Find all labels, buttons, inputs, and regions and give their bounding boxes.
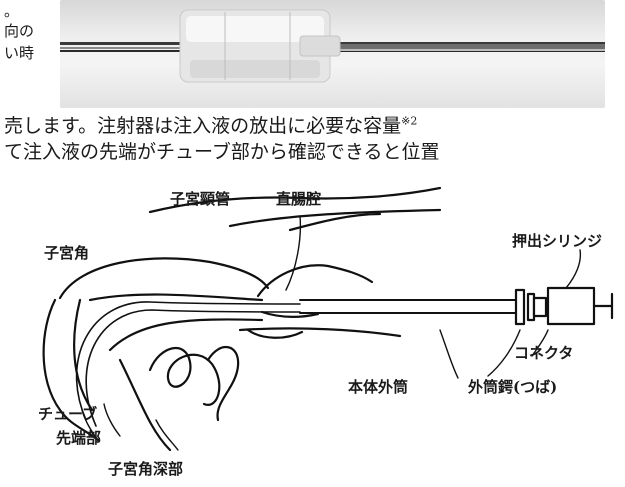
label-connector: コネクタ [514, 344, 574, 362]
device-photo-drawing [60, 9, 605, 83]
text-fragment-1: 。 [4, 2, 20, 20]
label-tip: 先端部 [56, 429, 102, 447]
label-tube: チューブ [38, 405, 98, 423]
label-outer-tube-collar: 外筒鍔(つば) [468, 378, 558, 396]
paragraph-line-1-text: 売します。注射器は注入液の放出に必要な容量 [4, 115, 402, 137]
label-body-outer-tube: 本体外筒 [348, 378, 409, 396]
paragraph-line-2: て注入液の先端がチューブ部から確認できると位置 [4, 141, 440, 163]
text-fragment-2: 向の [4, 22, 35, 40]
label-deep-uterine-horn: 子宮角深部 [108, 460, 184, 478]
device-photo [60, 0, 605, 108]
label-uterine-horn: 子宮角 [44, 244, 90, 262]
paragraph-line-1: 売します。注射器は注入液の放出に必要な容量※2 [4, 114, 417, 138]
footnote-mark: ※2 [401, 114, 418, 128]
label-rectal-cavity: 直腸腔 [276, 190, 322, 208]
text-fragment-3: い時 [4, 44, 35, 62]
label-cervical-canal: 子宮頸管 [170, 190, 231, 208]
label-extrusion-syringe: 押出シリンジ [512, 232, 603, 250]
